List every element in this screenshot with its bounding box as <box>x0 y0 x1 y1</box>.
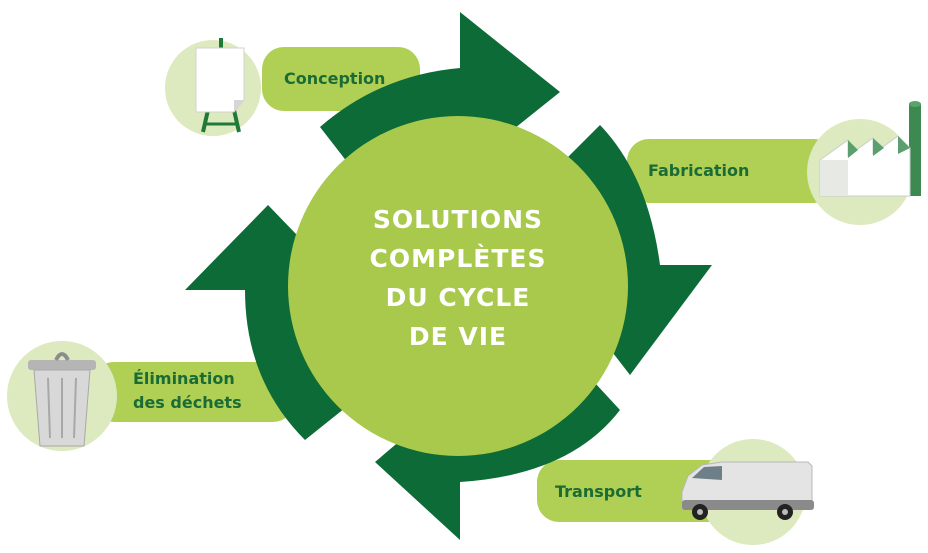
fabrication-pill <box>627 139 836 203</box>
conception-label: Conception <box>284 69 386 88</box>
trash-can-icon <box>7 341 117 451</box>
center-title-line-2: COMPLÈTES <box>369 244 547 273</box>
elimination-label-line2: des déchets <box>133 393 242 412</box>
elimination-label-line1: Élimination <box>133 369 235 388</box>
center-title-line-1: SOLUTIONS <box>372 205 544 234</box>
elimination-pill <box>92 362 295 422</box>
easel-paper-icon <box>165 38 261 136</box>
center-title-line-4: DE VIE <box>408 322 508 351</box>
center-title: SOLUTIONS COMPLÈTES DU CYCLE DE VIE <box>333 200 583 356</box>
delivery-van-icon <box>681 439 814 545</box>
center-circle <box>288 116 628 456</box>
center-title-line-3: DU CYCLE <box>385 283 531 312</box>
fabrication-label: Fabrication <box>648 161 750 180</box>
factory-icon <box>807 101 921 225</box>
transport-label: Transport <box>555 482 642 501</box>
